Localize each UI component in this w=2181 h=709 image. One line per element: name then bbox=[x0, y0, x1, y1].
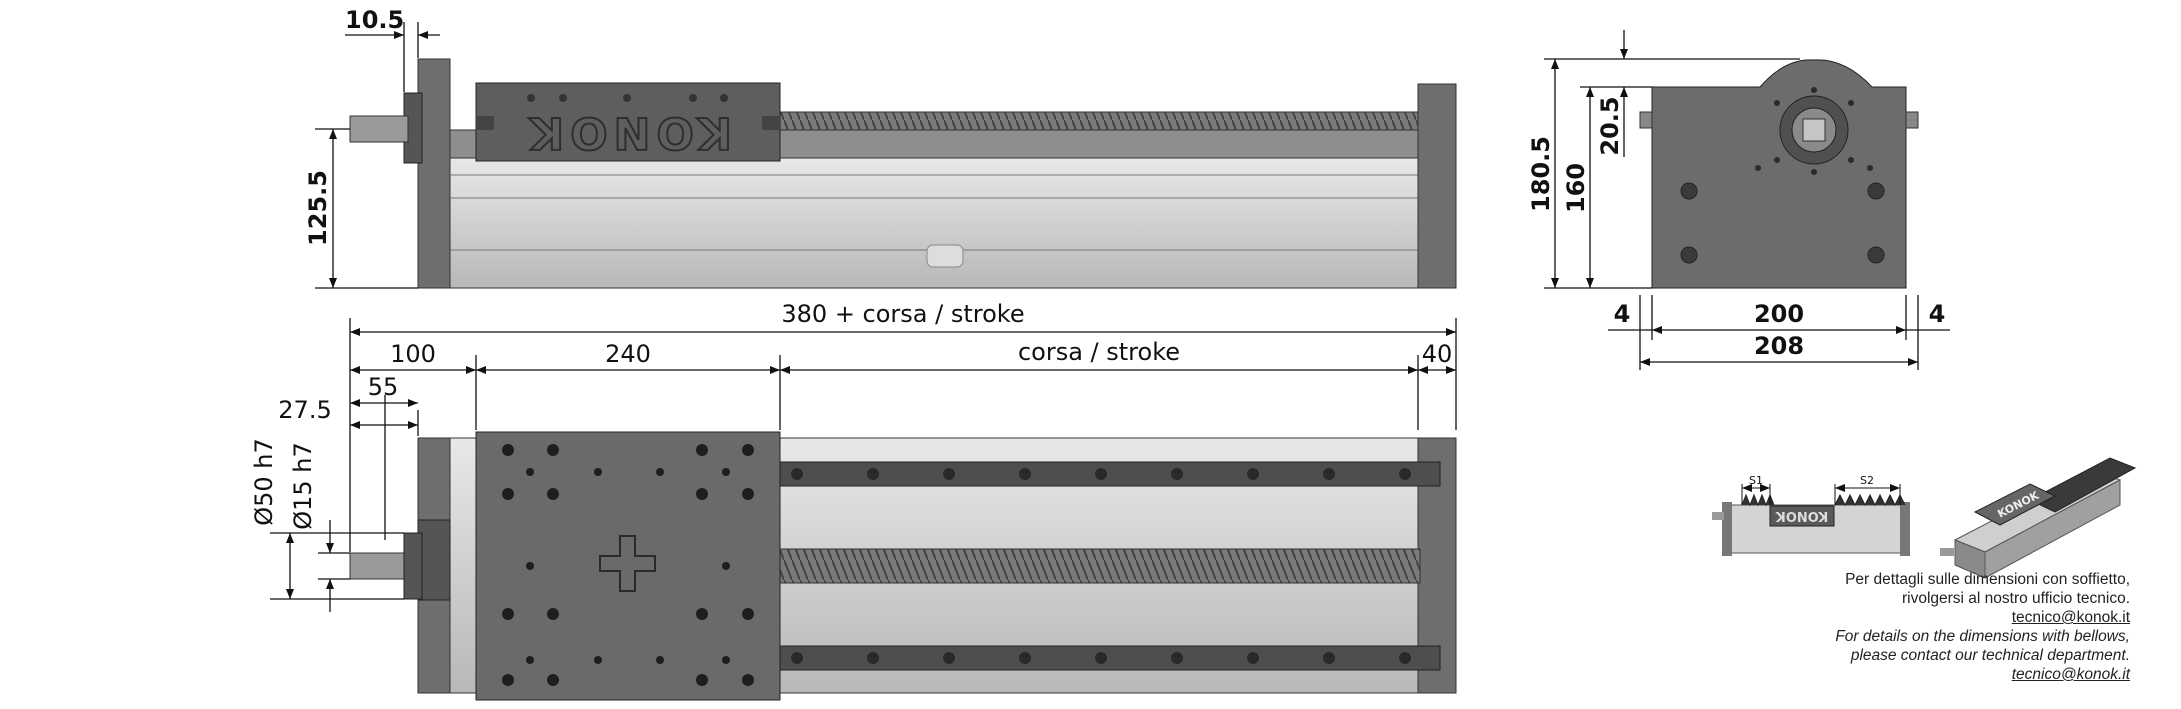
dim-diameter-15: Ø15 h7 bbox=[289, 442, 317, 530]
dim-total-length: 380 + corsa / stroke bbox=[781, 300, 1024, 328]
dim-height-total: 180.5 bbox=[1527, 136, 1555, 212]
front-view bbox=[1639, 59, 1919, 289]
dim-height-body: 160 bbox=[1562, 163, 1590, 213]
dim-stroke: corsa / stroke bbox=[1018, 338, 1180, 366]
note-email-2[interactable]: tecnico@konok.it bbox=[2011, 666, 2130, 683]
top-carriage bbox=[475, 431, 781, 701]
dim-side-right: 4 bbox=[1929, 300, 1946, 328]
note-email-1[interactable]: tecnico@konok.it bbox=[2011, 609, 2130, 626]
carriage-cross-mark bbox=[599, 535, 656, 592]
top-shaft bbox=[349, 552, 409, 580]
bellows-s2-label: S2 bbox=[1860, 474, 1874, 487]
side-profile bbox=[449, 157, 1441, 289]
rail-screws bbox=[791, 468, 1411, 664]
dim-end-block: 40 bbox=[1422, 340, 1453, 368]
note-en-line-1: For details on the dimensions with bello… bbox=[1835, 628, 2130, 645]
dim-diameter-50: Ø50 h7 bbox=[250, 438, 278, 526]
dim-flange-thickness: 10.5 bbox=[345, 6, 404, 34]
dim-shaft-height: 125.5 bbox=[304, 170, 332, 246]
side-motor-flange bbox=[417, 58, 451, 289]
bellows-s1-label: S1 bbox=[1749, 474, 1763, 487]
top-ball-screw bbox=[779, 548, 1421, 584]
side-view: KONOK bbox=[349, 58, 1457, 289]
side-end-block bbox=[1417, 83, 1457, 289]
top-view-dimensions bbox=[270, 318, 1457, 612]
dim-width-inner: 200 bbox=[1754, 300, 1804, 328]
carriage-holes bbox=[502, 444, 754, 686]
dim-side-left: 4 bbox=[1614, 300, 1631, 328]
dim-carriage-length: 240 bbox=[605, 340, 651, 368]
bellows-note: Per dettagli sulle dimensioni con soffie… bbox=[1835, 570, 2130, 684]
dim-width-outer: 208 bbox=[1754, 332, 1804, 360]
carriage-logo: KONOK bbox=[524, 107, 732, 158]
side-view-dimensions bbox=[315, 22, 440, 289]
front-view-dimensions bbox=[1544, 30, 1950, 370]
dim-height-top: 20.5 bbox=[1596, 96, 1624, 155]
dim-carriage-offset: 100 bbox=[390, 340, 436, 368]
dim-shaft-length-2: 27.5 bbox=[278, 396, 331, 424]
bellows-3d-thumbnail: KONOK bbox=[1940, 457, 2137, 579]
note-it-line-2: rivolgersi al nostro ufficio tecnico. bbox=[1901, 590, 2130, 607]
note-it-line-1: Per dettagli sulle dimensioni con soffie… bbox=[1845, 571, 2130, 588]
bellows-side-thumbnail: KONOK S1 S2 bbox=[1712, 474, 1910, 556]
dim-shaft-length-1: 55 bbox=[368, 373, 399, 401]
top-view bbox=[349, 431, 1457, 701]
thumbnail-logo: KONOK bbox=[1775, 508, 1828, 523]
side-shaft bbox=[349, 115, 409, 143]
rail-upper bbox=[779, 461, 1441, 487]
note-en-line-2: please contact our technical department. bbox=[1850, 647, 2130, 664]
